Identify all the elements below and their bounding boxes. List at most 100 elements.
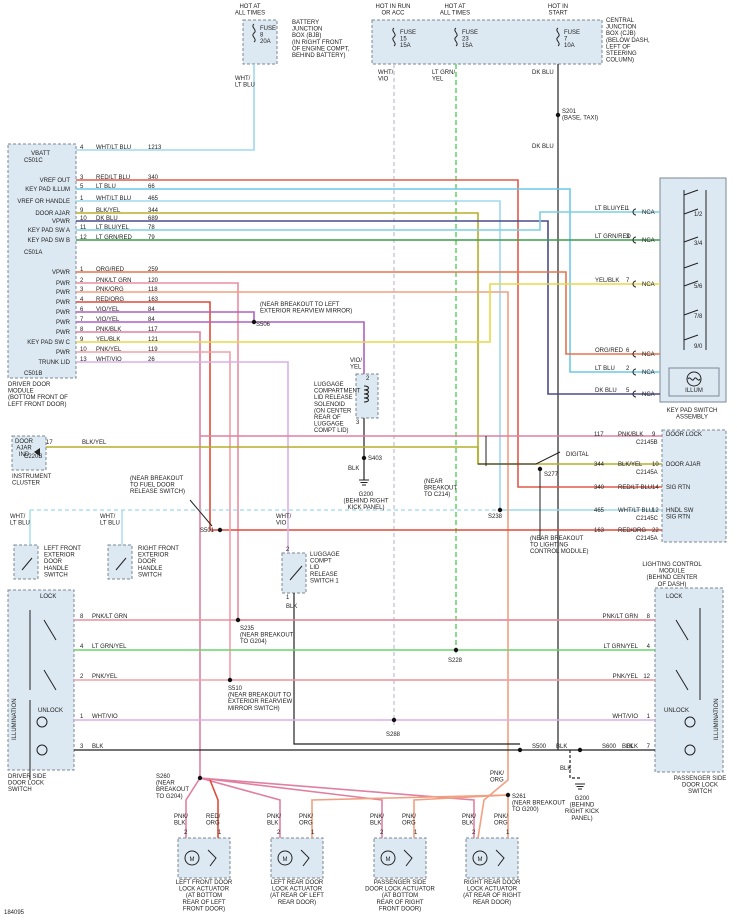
dcm-wire: LT BLU/YEL: [96, 225, 129, 231]
lcm-pin: 10: [652, 462, 659, 468]
instrument-cluster-box: [11, 435, 47, 471]
s201-splice-dot: [555, 112, 561, 118]
solenoid-pin: 3: [356, 420, 360, 426]
dcm-pin-name: TRUNK LID: [38, 360, 70, 366]
keypad-pin: 6: [626, 348, 630, 354]
lighting-control-module-box: [661, 429, 727, 543]
pass-switch-contact: [675, 619, 689, 641]
s600-splice-dot: [577, 747, 583, 753]
lamp-filament-icon: [687, 377, 701, 381]
dcm-circuit: 84: [148, 317, 155, 323]
dcm-pin: 12: [80, 235, 87, 241]
keypad-conn: NCA: [642, 370, 655, 376]
lcm-circuit: 465: [594, 508, 605, 514]
keypad-connector-icon: [632, 208, 637, 216]
illum-box: [668, 367, 720, 397]
dcm-pin-name: KEY PAD SW C: [27, 340, 70, 346]
actuator-pin: 2: [472, 830, 476, 836]
pass-lock-wire: BLK: [627, 744, 638, 750]
dcm-pin: 11: [80, 225, 87, 231]
pass-lock-pin: 7: [647, 744, 651, 750]
solenoid-coil-icon: [363, 385, 369, 403]
dcm-pin-name: PWR: [56, 330, 71, 336]
dcm-wire: VIO/YEL: [96, 317, 120, 323]
actuator-wire-1: PNK/BLK: [370, 814, 384, 827]
s235-splice-dot: [235, 617, 241, 623]
dcm-pin: 4: [80, 297, 84, 303]
s238-splice-dot: [497, 507, 503, 513]
illum-lamp-icon: [686, 371, 702, 387]
driver-lock-pin: 2: [80, 674, 84, 680]
dcm-pin-name: PWR: [56, 350, 71, 356]
dcm-vbatt-label: VBATT: [31, 151, 50, 157]
dcm-circuit: 120: [148, 278, 159, 284]
wire-wht-vio-26: [76, 361, 289, 553]
wire-blk-yel-cluster: [46, 446, 479, 464]
actuator-wire-1: PNK/BLK: [267, 814, 281, 827]
keypad-switch-contact: [683, 236, 699, 243]
wire-vio-yel-84: [76, 311, 255, 323]
fuse23-icon: [454, 27, 458, 47]
wire-blk-lid-switch: [293, 593, 520, 745]
wire-yel-blk-121: [76, 283, 660, 343]
dcm-pin-name: VREF OR HANDLE: [17, 199, 70, 205]
s506-label: S506: [256, 322, 271, 328]
key-7-8-label: 7/8: [694, 314, 703, 320]
wire-wht-ltblu-465: [76, 200, 662, 511]
dcm-wire: WHT/VIO: [96, 357, 122, 363]
dcm-wire: DK BLU: [96, 216, 118, 222]
dcm-pin-name: PWR: [56, 300, 71, 306]
figure-id: 184095: [4, 910, 25, 916]
lcm-wire: PNK/BLK: [618, 432, 643, 438]
driver-lock-wire: LT GRN/YEL: [92, 644, 127, 650]
keypad-switch-contact: [683, 334, 699, 341]
dcm-pin: 2: [80, 278, 84, 284]
lcm-circuit: 344: [594, 462, 605, 468]
pass-actuator-box: [373, 837, 427, 879]
wire-pnk-org-118: [76, 291, 509, 839]
s277-label: S277: [544, 472, 559, 478]
dcm-pin: 1: [80, 196, 84, 202]
s201-label: S201(BASE, TAXI): [562, 109, 598, 122]
keypad-switch-contact: [683, 208, 699, 215]
dcm-pin-name: PWR: [56, 290, 71, 296]
keypad-switch-contact: [683, 280, 699, 287]
wire-label: BLK: [622, 744, 633, 750]
dcm-pin-name: PWR: [56, 310, 71, 316]
pass-lock-pin: 4: [647, 644, 651, 650]
dcm-circuit: 78: [148, 225, 155, 231]
wire-pnk-blk-act2: [199, 777, 281, 838]
lcm-pin-name: DOOR AJAR: [666, 462, 701, 468]
keypad-conn: NCA: [642, 352, 655, 358]
pass-lock-pin: 1: [647, 714, 651, 720]
s403-splice-dot: [361, 455, 367, 461]
actuator-pin: 1: [414, 830, 418, 836]
wire-pnk-blk-act1: [185, 777, 201, 838]
pass-lock-wire: PNK/YEL: [613, 674, 639, 680]
dcm-pin-name: VREF OUT: [40, 178, 71, 184]
lcm-pin-name: SIG RTN: [666, 485, 690, 491]
motor-glyph: M: [478, 857, 483, 863]
actuator-wire-2: PNK/ORG: [402, 814, 416, 827]
dcm-circuit: 1213: [148, 145, 162, 151]
key-9-0-label: 9/0: [694, 344, 703, 350]
motor-icon: [380, 850, 396, 866]
g200-ground-icon: [359, 479, 369, 486]
actuator-contact: [207, 849, 217, 867]
driver-lock-wire: BLK: [92, 744, 103, 750]
s261-splice-dot: [505, 792, 511, 798]
lid-switch-contact: [289, 565, 303, 581]
actuator-pin: 2: [380, 830, 384, 836]
motor-icon: [277, 850, 293, 866]
